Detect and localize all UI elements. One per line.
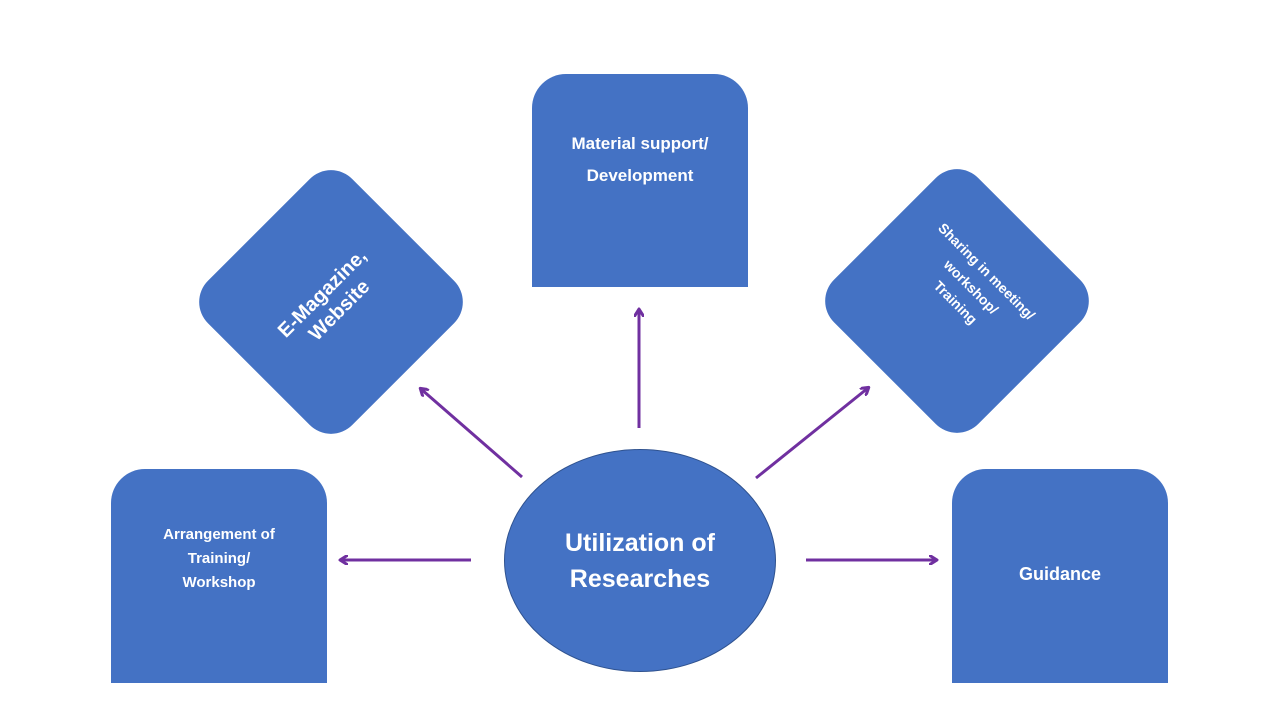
- node-guidance: Guidance: [952, 469, 1168, 683]
- arrow-to-upper-right: [755, 388, 868, 480]
- arrow-to-upper-left: [421, 389, 523, 479]
- node-e-magazine-label: E-Magazine, Website: [273, 244, 375, 346]
- node-material-support: Material support/ Development: [532, 74, 748, 287]
- center-node-utilization: Utilization of Researches: [504, 449, 776, 672]
- node-arrangement-label: Arrangement of Training/ Workshop: [163, 526, 275, 591]
- node-material-support-label: Material support/ Development: [571, 133, 709, 185]
- center-node-label: Utilization of Researches: [565, 528, 715, 593]
- node-arrangement: Arrangement of Training/ Workshop: [111, 469, 327, 683]
- node-guidance-label: Guidance: [1018, 564, 1102, 584]
- node-sharing-label: Sharing in meeting/ workshop/ Training: [930, 219, 1039, 328]
